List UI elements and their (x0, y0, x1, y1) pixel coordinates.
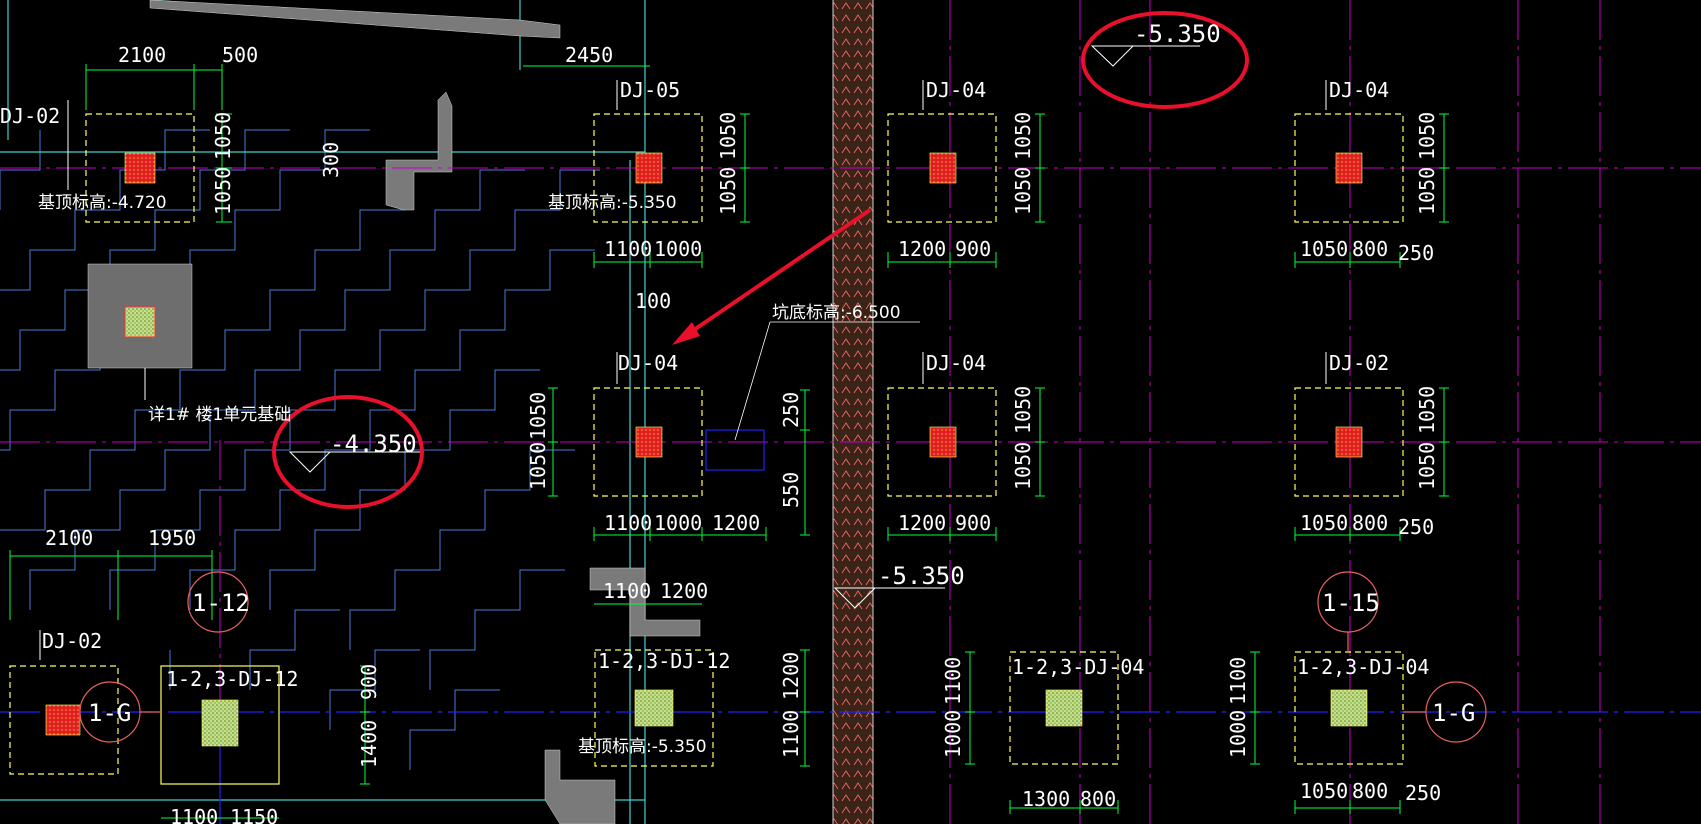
dim: 300 (319, 142, 343, 178)
dim: 1000 (654, 511, 702, 535)
dim: 800 (1352, 779, 1388, 803)
footings (9, 113, 1404, 785)
dim: 1100 (779, 710, 803, 758)
dim: 1050 (1415, 112, 1439, 160)
dim: 250 (779, 392, 803, 428)
dim: 1100 (170, 805, 218, 824)
label-dj02-bl: DJ-02 (42, 629, 102, 653)
label-dj12-b: 1-2,3-DJ-12 (598, 649, 730, 673)
dim: 1000 (1226, 710, 1250, 758)
elev-circled-left: -4.350 (330, 430, 417, 458)
dim: 1300 (1022, 787, 1070, 811)
dim: 1050 (1011, 167, 1035, 215)
dim: 500 (222, 43, 258, 67)
slope-hatch (0, 129, 600, 770)
dimension-lines (9, 64, 1449, 819)
pit-rect (705, 429, 765, 471)
label-dj04-f: 1-2,3-DJ-04 (1297, 655, 1429, 679)
dim: 900 (955, 237, 991, 261)
label-dj02-r: DJ-02 (1329, 351, 1389, 375)
dim: 800 (1080, 787, 1116, 811)
dim: 1050 (1300, 237, 1348, 261)
dim: 1050 (1011, 442, 1035, 490)
retaining-wall (833, 0, 873, 824)
elev-mid: -5.350 (878, 562, 965, 590)
note-pit-bottom: 坑底标高:-6.500 (772, 303, 901, 323)
dim: 800 (1352, 237, 1388, 261)
dim: 1100 (604, 511, 652, 535)
red-arrow (672, 208, 872, 345)
dim: 1950 (148, 526, 196, 550)
label-dj12-a: 1-2,3-DJ-12 (166, 667, 298, 691)
label-dj04-e: 1-2,3-DJ-04 (1012, 655, 1144, 679)
label-dj04-a: DJ-04 (926, 78, 986, 102)
dim: 1400 (357, 720, 381, 768)
dim: 250 (1398, 515, 1434, 539)
dim: 1150 (230, 805, 278, 824)
bubble-1-g-left: 1-G (88, 699, 131, 727)
notes: 基顶标高:-4.720 基顶标高:-5.350 基顶标高:-5.350 坑底标高… (38, 193, 901, 757)
bubble-texts: 1-12 1-15 1-G 1-G (88, 589, 1475, 727)
dim: 2100 (118, 43, 166, 67)
bubble-1-12: 1-12 (192, 589, 250, 617)
dimension-texts-vertical: 1050 1050 300 1050 1050 1050 1050 1050 1… (211, 112, 1439, 768)
columns (45, 152, 1368, 747)
dim: 1050 (1415, 167, 1439, 215)
dim: 250 (1405, 781, 1441, 805)
dim: 1000 (654, 237, 702, 261)
dim: 1050 (1415, 442, 1439, 490)
dim: 1200 (898, 237, 946, 261)
dim: 1200 (779, 652, 803, 700)
dim: 550 (779, 472, 803, 508)
dim: 2100 (45, 526, 93, 550)
detail-column (124, 306, 156, 338)
dim: 1050 (1011, 112, 1035, 160)
footing-labels: DJ-02 DJ-05 DJ-04 DJ-04 DJ-04 DJ-04 DJ-0… (0, 78, 1429, 691)
dim: 1050 (716, 167, 740, 215)
dim: 1050 (1011, 386, 1035, 434)
note-top-elev-1: 基顶标高:-4.720 (38, 193, 167, 213)
dim: 1100 (604, 237, 652, 261)
dim: 1200 (660, 579, 708, 603)
dim: 1050 (526, 392, 550, 440)
label-dj04-c: DJ-04 (618, 351, 678, 375)
label-dj05: DJ-05 (620, 78, 680, 102)
grey-wall-blocks (149, 0, 701, 824)
dim: 100 (635, 289, 671, 313)
note-top-elev-2: 基顶标高:-5.350 (548, 193, 677, 213)
dim: 2450 (565, 43, 613, 67)
label-dj04-d: DJ-04 (926, 351, 986, 375)
note-detail-ref: 详1# 楼1单元基础 (148, 405, 291, 425)
dim: 1100 (941, 657, 965, 705)
note-top-elev-3: 基顶标高:-5.350 (578, 737, 707, 757)
dim: 1000 (941, 710, 965, 758)
highlight-circles (272, 11, 1249, 509)
dim: 1050 (1300, 779, 1348, 803)
dim: 1050 (211, 167, 235, 215)
label-dj02-tl: DJ-02 (0, 104, 60, 128)
bubble-1-g-right: 1-G (1432, 699, 1475, 727)
elev-circled-top: -5.350 (1134, 20, 1221, 48)
dim: 250 (1398, 241, 1434, 265)
dim: 1100 (1226, 657, 1250, 705)
label-leaders (39, 80, 1327, 660)
dim: 1100 (603, 579, 651, 603)
dim: 1050 (716, 112, 740, 160)
label-dj04-b: DJ-04 (1329, 78, 1389, 102)
dim: 1050 (211, 112, 235, 160)
bubble-1-15: 1-15 (1322, 589, 1380, 617)
dimension-texts: 2100 500 2450 1100 1000 1200 900 1050 80… (45, 43, 1441, 824)
elevation-markers (288, 45, 1200, 609)
dim: 1050 (1300, 511, 1348, 535)
dim: 1200 (898, 511, 946, 535)
dim: 900 (955, 511, 991, 535)
elevation-texts: -5.350 -4.350 -5.350 (330, 20, 1221, 590)
dim: 1050 (526, 442, 550, 490)
dim: 1050 (1415, 386, 1439, 434)
dim: 800 (1352, 511, 1388, 535)
dim: 900 (357, 664, 381, 700)
dim: 1200 (712, 511, 760, 535)
